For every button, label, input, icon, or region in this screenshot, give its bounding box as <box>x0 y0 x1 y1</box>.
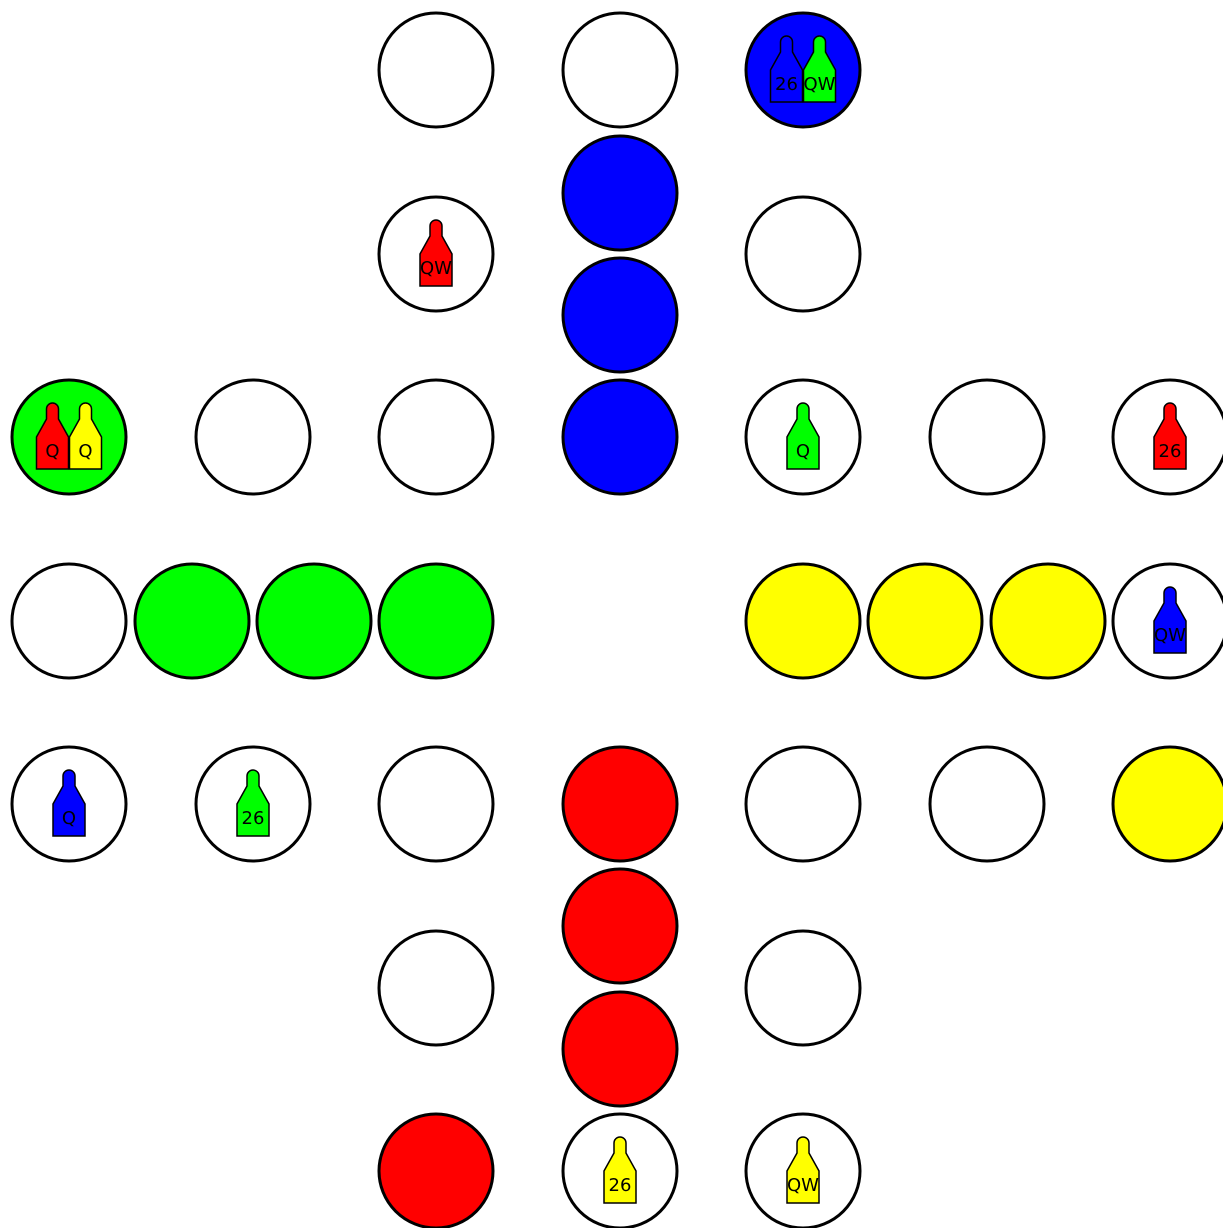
board-space-red-home-3[interactable] <box>563 992 677 1106</box>
piece-label: QW <box>787 1175 819 1196</box>
piece-label: Q <box>45 441 59 462</box>
board-space-left-lower-3[interactable] <box>379 747 493 861</box>
board-space-bottom-right-2[interactable] <box>746 931 860 1045</box>
board-space-top-left-1[interactable] <box>379 13 493 127</box>
board-space-left-upper-3[interactable] <box>379 380 493 494</box>
piece-label: Q <box>796 441 810 462</box>
piece-label: 26 <box>609 1175 632 1196</box>
piece-label: Q <box>78 441 92 462</box>
board-space-right-upper-2[interactable] <box>930 380 1044 494</box>
board-space-top-mid-1[interactable] <box>563 13 677 127</box>
board-space-red-home-2[interactable] <box>563 869 677 983</box>
board-space-right-lower-1[interactable] <box>746 747 860 861</box>
board-space-yellow-start[interactable] <box>1113 747 1223 861</box>
piece-label: 26 <box>1159 441 1182 462</box>
piece-label: Q <box>62 808 76 829</box>
piece-label: QW <box>804 74 836 95</box>
board-space-red-home-1[interactable] <box>563 747 677 861</box>
board-space-left-mid-1[interactable] <box>12 564 126 678</box>
board-space-yellow-home-3[interactable] <box>991 564 1105 678</box>
board-space-red-start[interactable] <box>379 1114 493 1228</box>
board-space-blue-home-2[interactable] <box>563 258 677 372</box>
board-space-green-home-1[interactable] <box>135 564 249 678</box>
piece-label: QW <box>420 258 452 279</box>
board-space-yellow-home-2[interactable] <box>868 564 982 678</box>
board-space-right-lower-2[interactable] <box>930 747 1044 861</box>
board-space-blue-home-1[interactable] <box>563 136 677 250</box>
board-space-blue-home-3[interactable] <box>563 380 677 494</box>
board-space-bottom-left-2[interactable] <box>379 931 493 1045</box>
board-space-left-upper-2[interactable] <box>196 380 310 494</box>
board-space-green-home-2[interactable] <box>257 564 371 678</box>
piece-label: 26 <box>775 74 798 95</box>
piece-label: QW <box>1154 625 1186 646</box>
board-space-yellow-home-1[interactable] <box>746 564 860 678</box>
board-space-top-right-2[interactable] <box>746 197 860 311</box>
board-spaces <box>12 13 1223 1228</box>
board-space-green-home-3[interactable] <box>379 564 493 678</box>
piece-label: 26 <box>242 808 265 829</box>
